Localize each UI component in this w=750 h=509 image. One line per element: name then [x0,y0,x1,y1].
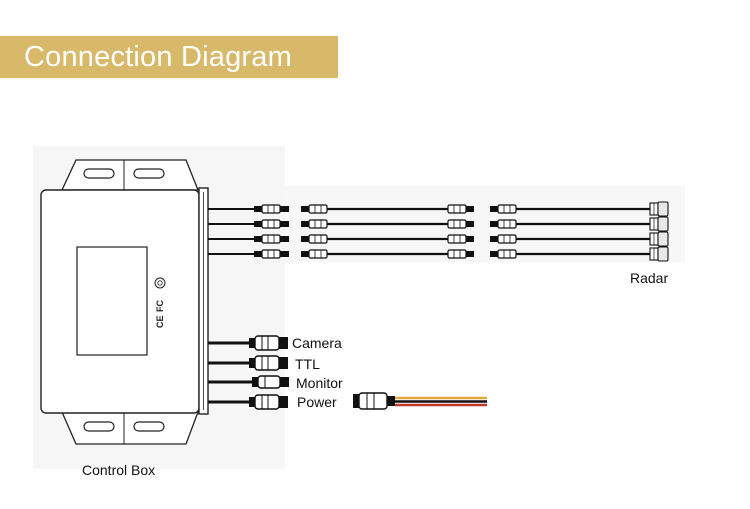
ce-mark: CE [155,315,165,328]
certification-marks: CE FC [154,277,166,328]
page-title: Connection Diagram [24,40,292,73]
radar-cable-row [208,246,669,262]
rohs-mark-icon [154,277,166,289]
control-box-label: Control Box [82,462,156,478]
power-harness [353,392,487,410]
radar-cable-row [208,231,669,247]
radar-label: Radar [630,270,669,286]
radar-cable-row [208,201,669,217]
title-banner: Connection Diagram [0,36,338,78]
radar-cable-row [208,216,669,232]
radar-cables [208,201,669,262]
control-box [40,159,209,445]
port-label-power: Power [297,394,337,410]
radar-sensor-icon [649,201,669,217]
port-label-camera: Camera [292,335,342,351]
port-label-ttl: TTL [295,356,320,372]
radar-sensor-icon [649,231,669,247]
fc-mark: FC [155,300,165,312]
radar-sensor-icon [649,216,669,232]
port-label-monitor: Monitor [296,375,343,391]
radar-sensor-icon [649,246,669,262]
port-cables [208,335,289,410]
